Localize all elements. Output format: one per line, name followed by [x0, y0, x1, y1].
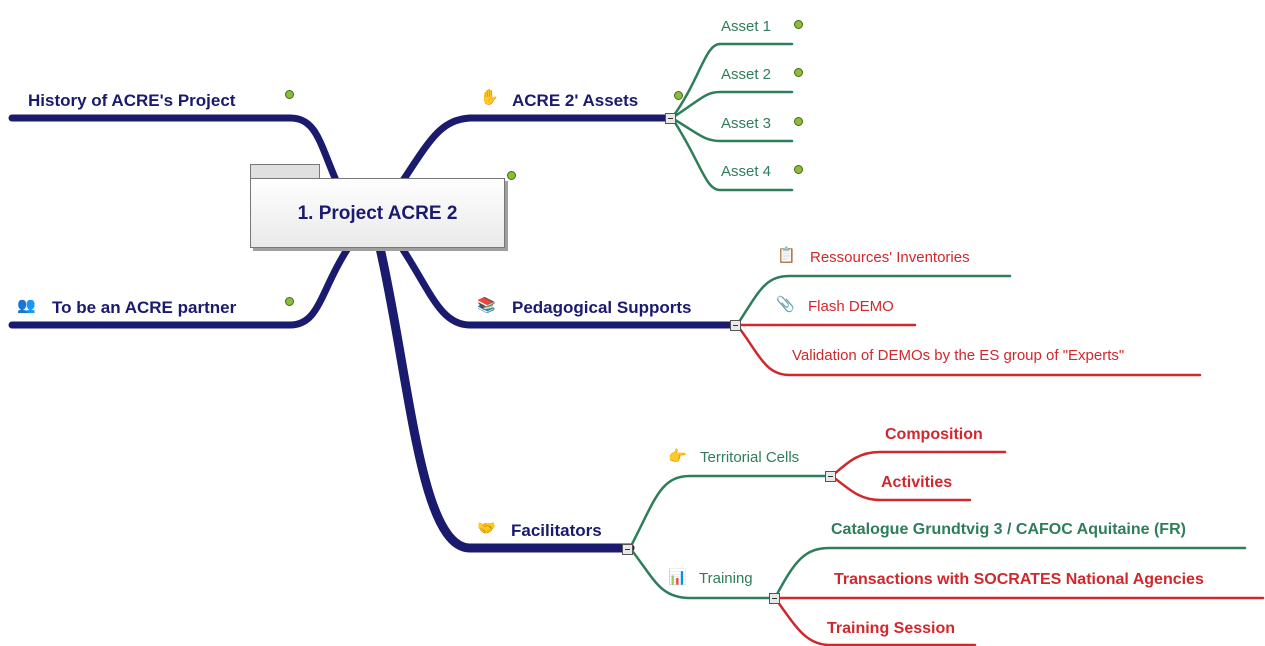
stop-hand-icon: ✋ — [480, 89, 499, 106]
topic-facilitators[interactable]: Facilitators — [511, 521, 602, 540]
topic-asset-1[interactable]: Asset 1 — [721, 18, 772, 35]
branch-asset-1 — [670, 42, 794, 120]
note-dot[interactable] — [794, 165, 803, 174]
topic-flash-demo[interactable]: Flash DEMO — [808, 298, 894, 315]
note-dot[interactable] — [285, 297, 294, 306]
clipboard-icon: 📋 — [777, 247, 796, 264]
collapse-toggle-pedagogical[interactable] — [730, 320, 741, 331]
branch-asset-3 — [670, 116, 794, 143]
handshake-icon: 🤝 — [477, 520, 496, 537]
topic-partner[interactable]: To be an ACRE partner — [52, 298, 237, 317]
branch-composition — [830, 450, 1007, 478]
branch-catalogue — [773, 546, 1247, 600]
central-topic-tab — [250, 164, 320, 178]
branch-facilitators — [375, 243, 635, 553]
topic-transactions[interactable]: Transactions with SOCRATES National Agen… — [834, 571, 1204, 588]
people-group-icon: 👥 — [17, 297, 36, 314]
topic-inventories[interactable]: Ressources' Inventories — [810, 249, 970, 266]
branch-pedagogical — [396, 241, 739, 329]
topic-catalogue[interactable]: Catalogue Grundtvig 3 / CAFOC Aquitaine … — [831, 521, 1186, 538]
books-icon: 📚 — [477, 297, 496, 314]
topic-training-session[interactable]: Training Session — [827, 620, 956, 637]
topic-asset-3[interactable]: Asset 3 — [721, 115, 772, 132]
topic-asset-4[interactable]: Asset 4 — [721, 163, 772, 180]
note-dot[interactable] — [794, 20, 803, 29]
branch-inventories — [735, 274, 1012, 327]
note-dot[interactable] — [794, 68, 803, 77]
central-topic-label: 1. Project ACRE 2 — [297, 203, 458, 224]
note-dot[interactable] — [507, 171, 516, 180]
collapse-toggle-training[interactable] — [769, 593, 780, 604]
topic-territorial-cells[interactable]: Territorial Cells — [700, 449, 800, 466]
collapse-toggle-territorial[interactable] — [825, 471, 836, 482]
presentation-icon: 📊 — [668, 569, 687, 586]
topic-composition[interactable]: Composition — [885, 426, 983, 443]
topic-assets[interactable]: ACRE 2' Assets — [512, 91, 639, 110]
branch-validation — [735, 323, 1202, 377]
topic-training[interactable]: Training — [699, 570, 753, 587]
branch-partner — [8, 241, 354, 329]
hand-icon: 👉 — [668, 448, 687, 465]
branch-territorial — [628, 474, 834, 550]
branch-training — [628, 546, 777, 600]
note-dot[interactable] — [794, 117, 803, 126]
central-topic[interactable]: 1. Project ACRE 2 — [250, 178, 505, 248]
branch-asset-2 — [670, 90, 794, 120]
topic-validation[interactable]: Validation of DEMOs by the ES group of "… — [792, 347, 1125, 364]
topic-activities[interactable]: Activities — [881, 474, 953, 491]
collapse-toggle-facilitators[interactable] — [622, 544, 633, 555]
branch-training-session — [773, 596, 977, 646]
branch-activities — [830, 474, 972, 502]
collapse-toggle-assets[interactable] — [665, 113, 676, 124]
branch-assets — [396, 114, 674, 189]
topic-history[interactable]: History of ACRE's Project — [28, 91, 236, 110]
topic-pedagogical[interactable]: Pedagogical Supports — [512, 298, 692, 317]
note-dot[interactable] — [674, 91, 683, 100]
branch-asset-4 — [670, 116, 794, 192]
paperclip-icon: 📎 — [776, 296, 795, 313]
note-dot[interactable] — [285, 90, 294, 99]
topic-asset-2[interactable]: Asset 2 — [721, 66, 772, 83]
